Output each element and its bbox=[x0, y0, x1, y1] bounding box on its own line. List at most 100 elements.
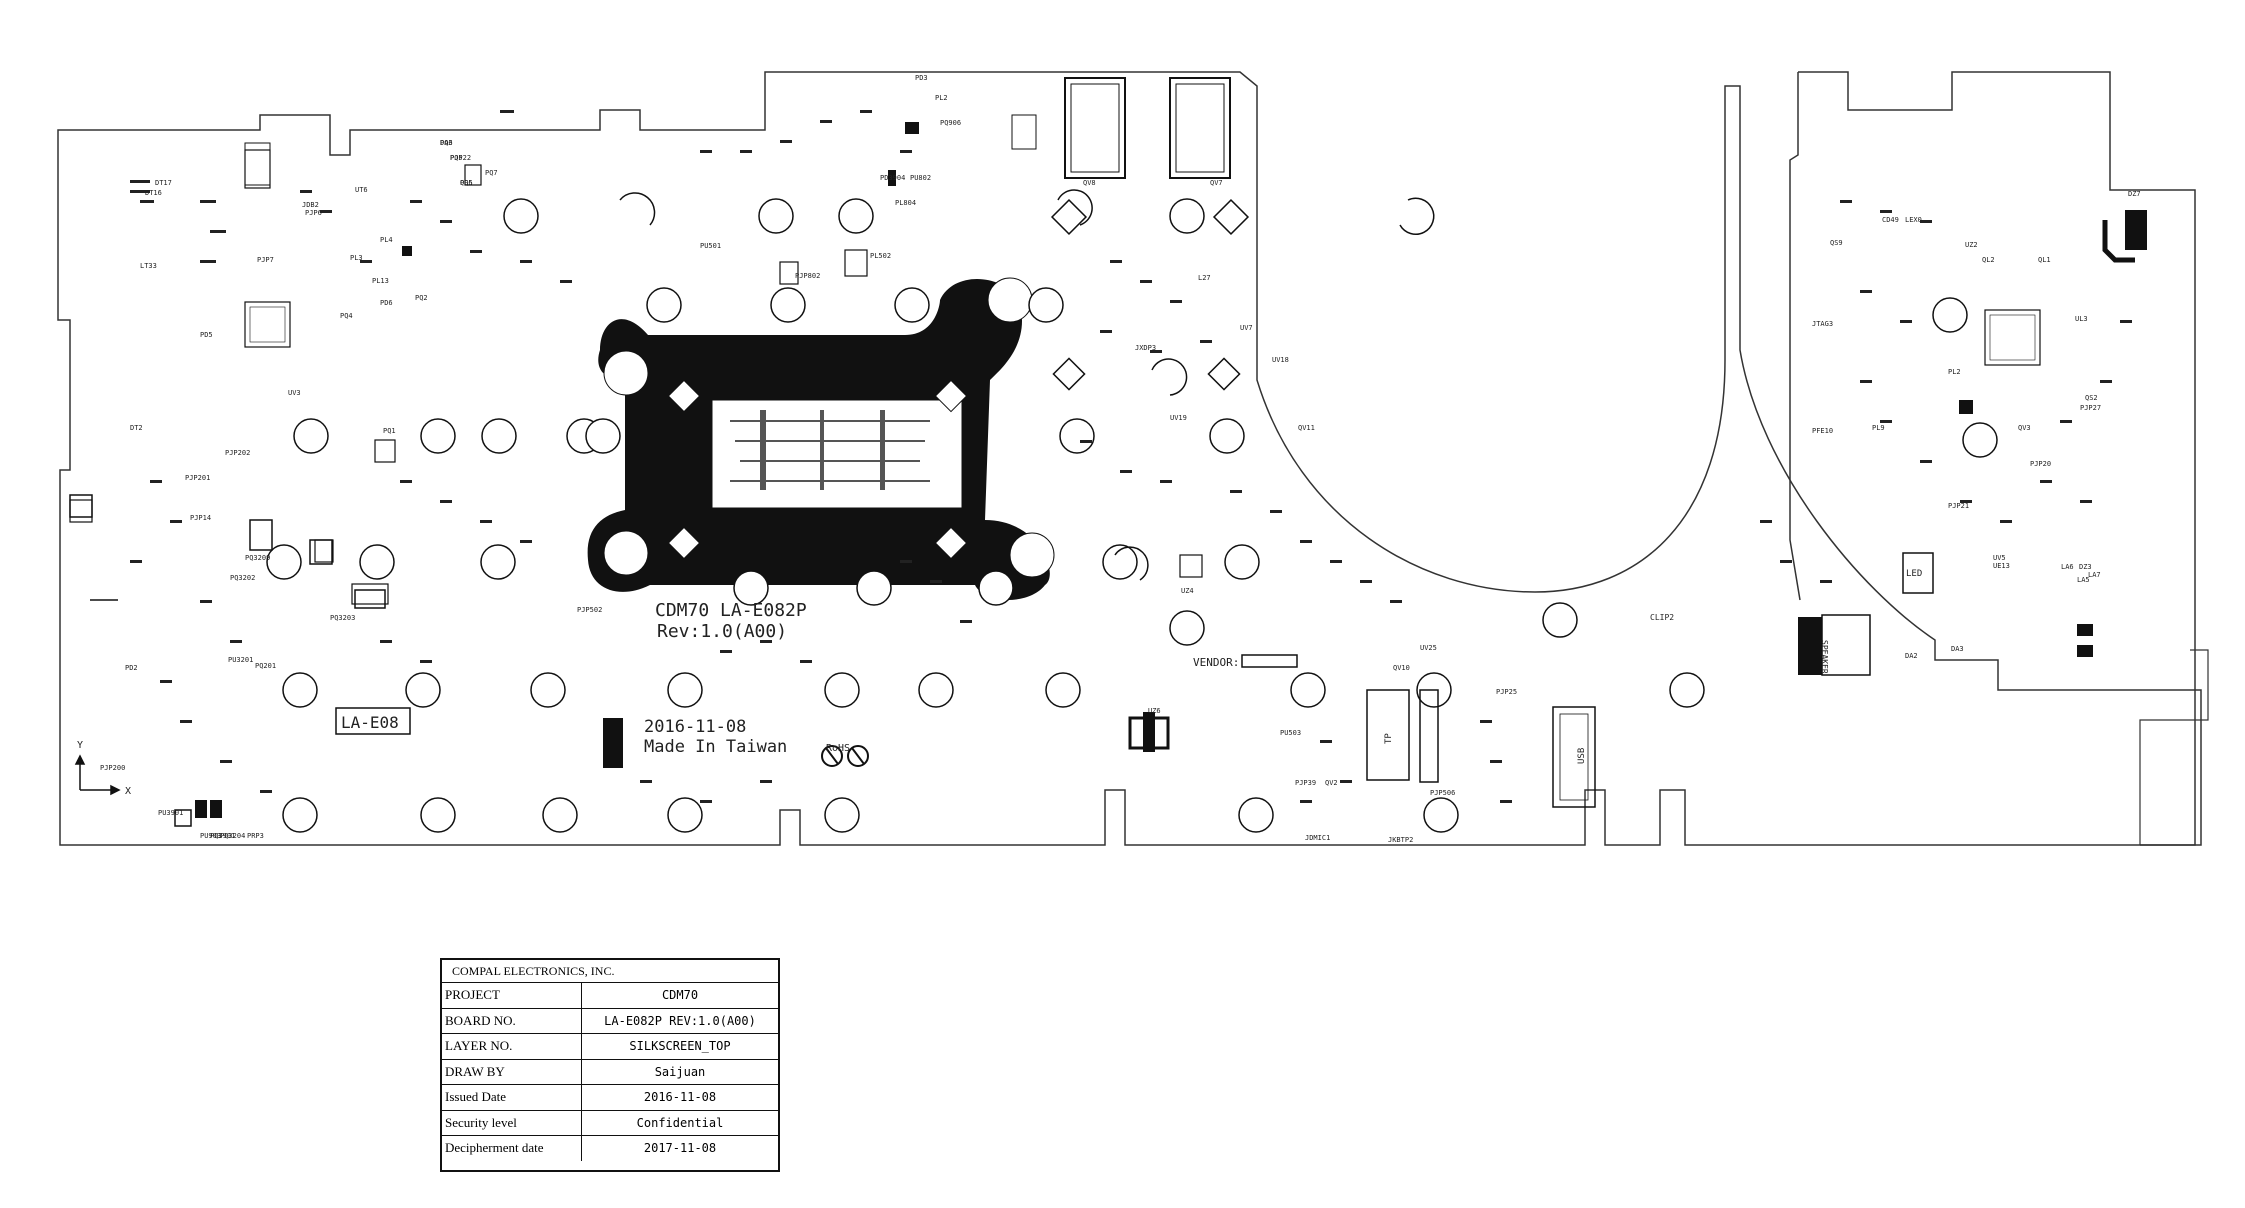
title-block-key: PROJECT bbox=[442, 983, 582, 1008]
mount-hole bbox=[733, 570, 769, 606]
board-outline-right-lower bbox=[1789, 72, 1801, 601]
component-ref-label: PJP6 bbox=[305, 209, 322, 217]
connector-ledx0 bbox=[2102, 220, 2135, 263]
component-ref-label: CD49 bbox=[1882, 216, 1899, 224]
component-ref-label: PL9 bbox=[1872, 424, 1885, 432]
fiducial-diamond bbox=[1050, 198, 1088, 236]
mount-hole bbox=[542, 797, 578, 833]
component-ref-label: UE13 bbox=[1993, 562, 2010, 570]
ic-chip bbox=[1179, 554, 1203, 578]
arc-hole bbox=[1057, 189, 1093, 226]
component-pads bbox=[130, 110, 2132, 803]
mount-hole bbox=[1238, 797, 1274, 833]
component-ref-label: UV7 bbox=[1240, 324, 1253, 332]
bracket-hole bbox=[987, 277, 1033, 323]
bracket-hole bbox=[1009, 532, 1055, 578]
mount-hole bbox=[978, 570, 1014, 606]
component-ref-label: PU501 bbox=[700, 242, 721, 250]
mount-hole bbox=[918, 672, 954, 708]
mount-hole bbox=[282, 797, 318, 833]
title-block-value: SILKSCREEN_TOP bbox=[629, 1039, 731, 1053]
mount-hole bbox=[1045, 672, 1081, 708]
rohs-mark bbox=[847, 745, 869, 767]
component-ref-label: PJP39 bbox=[1295, 779, 1316, 787]
small-black bbox=[905, 122, 919, 134]
component-ref-label: PU903 bbox=[200, 832, 221, 840]
component-ref-label: JDB2 bbox=[302, 201, 319, 209]
component-ref-label: PU3201 bbox=[228, 656, 253, 664]
speaker-connector bbox=[1798, 617, 1822, 675]
component-ref-label: PQ3 bbox=[440, 139, 453, 147]
led-label: LED bbox=[1906, 569, 1922, 579]
axis-x-head bbox=[110, 784, 121, 796]
component-ref-label: PQ1 bbox=[383, 427, 396, 435]
mount-hole bbox=[266, 544, 302, 580]
mount-hole bbox=[824, 797, 860, 833]
black-component-ledx0 bbox=[2125, 210, 2147, 250]
component-ref-label: PJP802 bbox=[795, 272, 820, 280]
title-block-value: CDM70 bbox=[661, 988, 699, 1002]
ic-chip bbox=[1989, 314, 2036, 361]
small-black bbox=[195, 800, 207, 818]
component-ref-label: PU802 bbox=[910, 174, 931, 182]
bracket-diamond bbox=[934, 379, 968, 413]
small-black bbox=[1959, 400, 1973, 414]
component-ref-label: QS2 bbox=[2085, 394, 2098, 402]
rohs-mark bbox=[821, 745, 843, 767]
component-ref-label: UV19 bbox=[1170, 414, 1187, 422]
board-origin-marking: Made In Taiwan bbox=[644, 737, 787, 757]
title-block-key: Decipherment date bbox=[442, 1136, 582, 1161]
board-revision-marking: Rev:1.0(A00) bbox=[657, 621, 787, 642]
mount-hole bbox=[1962, 422, 1998, 458]
tp-connector bbox=[1366, 689, 1410, 781]
ic-chip bbox=[779, 261, 799, 285]
component-ref-label: DT2 bbox=[130, 424, 143, 432]
title-block-value: Saijuan bbox=[654, 1064, 706, 1079]
component-ref-label: PL804 bbox=[895, 199, 916, 207]
component-ref-label: JXDP3 bbox=[1135, 344, 1156, 352]
axis-y-label: Y bbox=[77, 740, 83, 751]
small-black bbox=[402, 246, 412, 256]
component-ref-label: PL502 bbox=[870, 252, 891, 260]
component-ref-label: PQ2 bbox=[415, 294, 428, 302]
die-components bbox=[730, 410, 930, 490]
component-ref-label: DA2 bbox=[1905, 652, 1918, 660]
component-ref-label: PL13 bbox=[372, 277, 389, 285]
mount-hole bbox=[646, 287, 682, 323]
ic-chip bbox=[244, 301, 291, 348]
component-box bbox=[174, 809, 192, 827]
component-ref-label: UL3 bbox=[2075, 315, 2088, 323]
component-ref-label: UV3 bbox=[288, 389, 301, 397]
component-ref-label: QV10 bbox=[1393, 664, 1410, 672]
mount-hole bbox=[1102, 544, 1138, 580]
component-ref-label: QL2 bbox=[1982, 256, 1995, 264]
component-ref-label: PL2 bbox=[935, 94, 948, 102]
title-block-value: LA-E082P REV:1.0(A00) bbox=[604, 1013, 756, 1028]
component-box bbox=[309, 539, 333, 565]
component-ref-label: PL4 bbox=[380, 236, 393, 244]
ic-chip bbox=[351, 583, 389, 605]
mount-hole bbox=[824, 672, 860, 708]
component-ref-label: PQ7 bbox=[485, 169, 498, 177]
component-ref-label: QV11 bbox=[1298, 424, 1315, 432]
board-rohs-marking: RoHS bbox=[826, 743, 850, 754]
component-ref-label: PU503 bbox=[1280, 729, 1301, 737]
title-block-key: DRAW BY bbox=[442, 1059, 582, 1084]
component-ref-label: PJP27 bbox=[2080, 404, 2101, 412]
fiducial-diamond bbox=[1207, 357, 1241, 391]
mount-hole bbox=[1542, 602, 1578, 638]
component-ref-label: JTAG3 bbox=[1812, 320, 1833, 328]
title-block-key: Issued Date bbox=[442, 1085, 582, 1110]
vendor-label: VENDOR: bbox=[1193, 656, 1239, 669]
mount-hole bbox=[530, 672, 566, 708]
board-right-bay bbox=[2139, 649, 2209, 845]
inductor-uv18 bbox=[1169, 77, 1231, 179]
jkbtp-box bbox=[1419, 689, 1439, 783]
ic-chip bbox=[244, 149, 271, 189]
component-ref-label: DZ7 bbox=[2128, 190, 2141, 198]
component-ref-label: LT33 bbox=[140, 262, 157, 270]
component-ref-label: LA5 bbox=[2077, 576, 2090, 584]
component-outline bbox=[244, 142, 271, 186]
mount-hole bbox=[282, 672, 318, 708]
